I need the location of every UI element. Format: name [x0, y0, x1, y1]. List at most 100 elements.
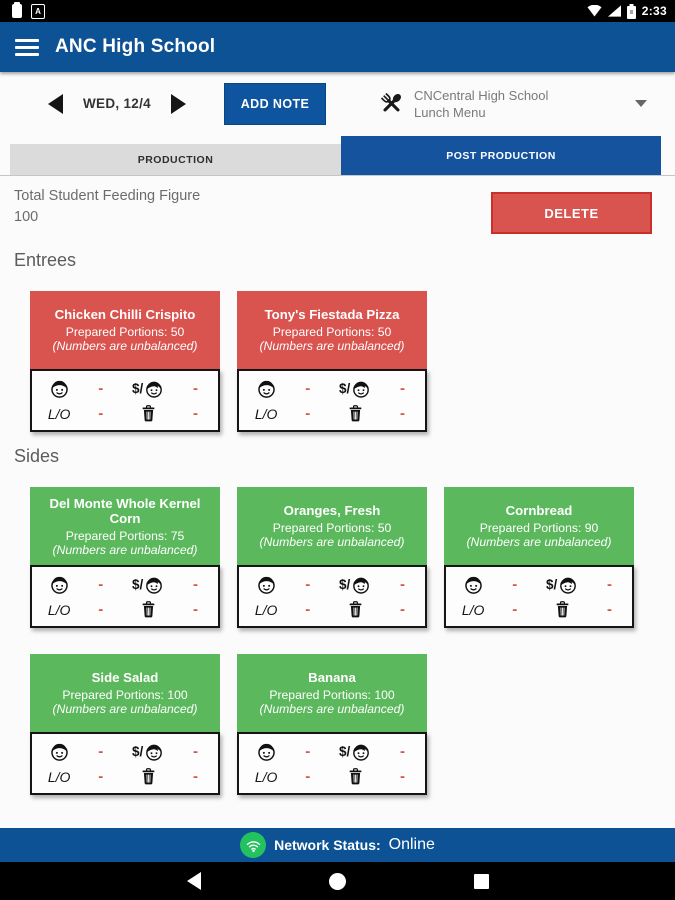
- student-count-field[interactable]: -: [305, 576, 311, 593]
- adult-count-field[interactable]: -: [193, 743, 198, 760]
- student-count-field[interactable]: -: [98, 576, 104, 593]
- previous-day-arrow-icon[interactable]: [48, 93, 63, 114]
- paid-adult-label: $/: [132, 575, 164, 595]
- discarded-count-field[interactable]: -: [193, 601, 198, 618]
- leftover-count-field[interactable]: -: [305, 768, 311, 785]
- leftover-count-field[interactable]: -: [98, 601, 104, 618]
- delete-button[interactable]: DELETE: [491, 192, 652, 234]
- trash-icon: [346, 404, 365, 423]
- leftover-count-field[interactable]: -: [305, 405, 311, 422]
- nav-recents-button[interactable]: [473, 873, 489, 889]
- prepared-portions-label: Prepared Portions: 75: [65, 528, 185, 543]
- adult-face-icon: [144, 742, 164, 762]
- leftover-label: L/O: [47, 768, 71, 785]
- next-day-arrow-icon[interactable]: [171, 93, 186, 114]
- unbalanced-note: (Numbers are unbalanced): [259, 534, 405, 549]
- add-note-button[interactable]: ADD NOTE: [224, 82, 326, 125]
- prepared-portions-label: Prepared Portions: 50: [65, 324, 185, 339]
- nav-back-button[interactable]: [186, 872, 201, 890]
- discarded-count-field[interactable]: -: [193, 405, 198, 422]
- student-count-field[interactable]: -: [305, 743, 311, 760]
- student-count-field[interactable]: -: [98, 743, 104, 760]
- wifi-icon: [587, 5, 602, 17]
- unbalanced-note: (Numbers are unbalanced): [259, 701, 405, 716]
- menu-item-name: Oranges, Fresh: [283, 503, 381, 519]
- prepared-portions-label: Prepared Portions: 90: [479, 520, 599, 535]
- leftover-count-field[interactable]: -: [305, 601, 311, 618]
- app-bar: ANC High School: [0, 22, 675, 72]
- chevron-down-icon[interactable]: [635, 100, 647, 107]
- trash-icon: [139, 600, 158, 619]
- adult-face-icon: [351, 742, 371, 762]
- leftover-label: L/O: [254, 768, 278, 785]
- leftover-count-field[interactable]: -: [98, 768, 104, 785]
- tab-production[interactable]: PRODUCTION: [10, 144, 341, 175]
- trash-icon: [346, 767, 365, 786]
- menu-item-counters: -$/-L/O--: [30, 369, 220, 432]
- menu-name-line2: Lunch Menu: [414, 104, 486, 120]
- discarded-count-field[interactable]: -: [400, 601, 405, 618]
- menu-item-counters: -$/-L/O--: [30, 732, 220, 795]
- adult-count-field[interactable]: -: [400, 576, 405, 593]
- tab-bar: PRODUCTION POST PRODUCTION: [0, 135, 675, 176]
- utensils-icon: [380, 92, 402, 112]
- discarded-count-field[interactable]: -: [607, 601, 612, 618]
- discarded-count-field[interactable]: -: [400, 405, 405, 422]
- leftover-count-field[interactable]: -: [98, 405, 104, 422]
- trash-icon: [553, 600, 572, 619]
- child-face-icon: [49, 741, 70, 762]
- menu-item-name: Tony's Fiestada Pizza: [264, 307, 400, 323]
- student-count-field[interactable]: -: [305, 380, 311, 397]
- leftover-count-field[interactable]: -: [512, 601, 518, 618]
- student-count-field[interactable]: -: [512, 576, 518, 593]
- menu-item-counters: -$/-L/O--: [237, 369, 427, 432]
- prepared-portions-label: Prepared Portions: 50: [272, 324, 392, 339]
- menu-item-name: Chicken Chilli Crispito: [54, 307, 196, 323]
- adult-face-icon: [351, 575, 371, 595]
- adult-count-field[interactable]: -: [607, 576, 612, 593]
- feeding-figure-row: Total Student Feeding Figure 100 DELETE: [0, 176, 675, 242]
- tab-post-production[interactable]: POST PRODUCTION: [341, 136, 661, 175]
- leftover-label: L/O: [254, 601, 278, 618]
- child-face-icon: [256, 574, 277, 595]
- paid-adult-label: $/: [339, 742, 371, 762]
- menu-item-counters: -$/-L/O--: [444, 565, 634, 628]
- adult-count-field[interactable]: -: [400, 380, 405, 397]
- paid-adult-label: $/: [339, 575, 371, 595]
- adult-count-field[interactable]: -: [193, 380, 198, 397]
- prepared-portions-label: Prepared Portions: 50: [272, 520, 392, 535]
- adult-face-icon: [351, 379, 371, 399]
- unbalanced-note: (Numbers are unbalanced): [52, 701, 198, 716]
- nav-home-button[interactable]: [328, 872, 346, 890]
- unbalanced-note: (Numbers are unbalanced): [52, 338, 198, 353]
- feeding-figure-label: Total Student Feeding Figure: [14, 188, 201, 204]
- hamburger-menu-icon[interactable]: [15, 35, 39, 60]
- adult-count-field[interactable]: -: [400, 743, 405, 760]
- adult-count-field[interactable]: -: [193, 576, 198, 593]
- trash-icon: [139, 767, 158, 786]
- network-status-value: Online: [388, 836, 435, 853]
- prepared-portions-label: Prepared Portions: 100: [269, 687, 395, 702]
- current-date-label[interactable]: WED, 12/4: [83, 96, 151, 111]
- menu-selector[interactable]: CNCentral High School Lunch Menu: [378, 87, 675, 121]
- menu-item-counters: - $/ - L/O - -: [237, 565, 427, 628]
- discarded-count-field[interactable]: -: [400, 768, 405, 785]
- leftover-label: L/O: [47, 405, 71, 422]
- discarded-count-field[interactable]: -: [193, 768, 198, 785]
- paid-adult-label: $/: [546, 575, 578, 595]
- feeding-figure-value: 100: [14, 209, 39, 225]
- student-count-field[interactable]: -: [98, 380, 104, 397]
